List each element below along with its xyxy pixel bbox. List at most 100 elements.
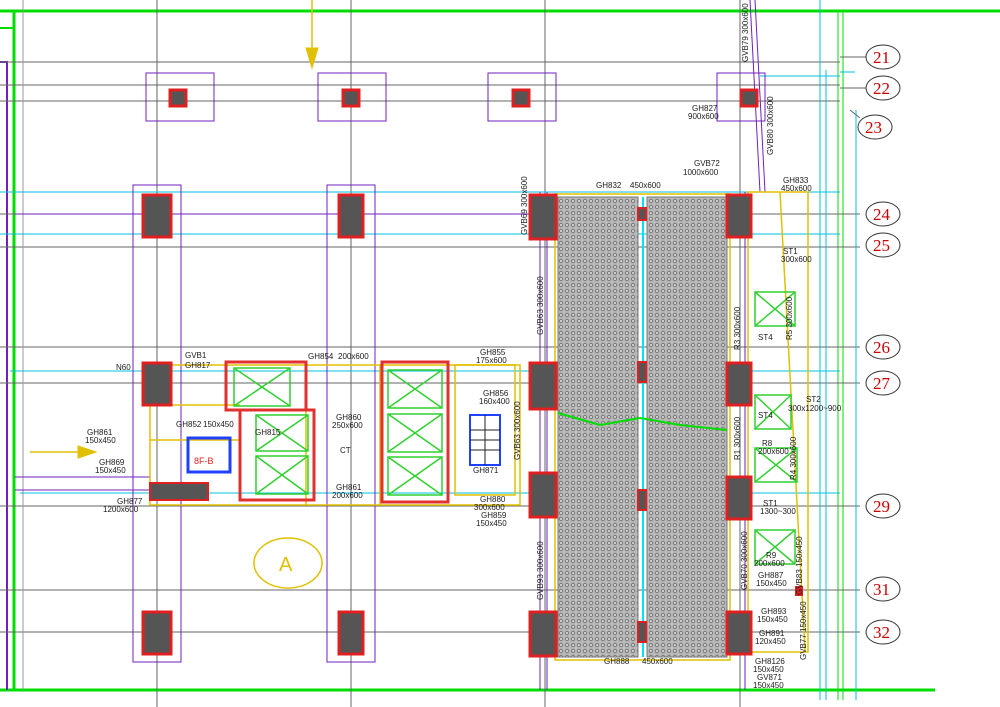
- svg-text:1200x600: 1200x600: [103, 505, 139, 514]
- slab-panels: [554, 193, 731, 661]
- svg-text:160x400: 160x400: [479, 397, 510, 406]
- svg-text:GVB69 300x600: GVB69 300x600: [520, 176, 529, 235]
- svg-text:GH893: GH893: [761, 607, 787, 616]
- svg-text:1000x600: 1000x600: [683, 168, 719, 177]
- svg-text:175x600: 175x600: [476, 356, 507, 365]
- svg-text:200x600: 200x600: [758, 447, 789, 456]
- beam-labels: GH827 900x600 GVB72 1000x600 GH832 450x6…: [85, 104, 842, 690]
- svg-text:GVB72: GVB72: [694, 159, 720, 168]
- svg-text:N60: N60: [116, 363, 131, 372]
- svg-text:GH891: GH891: [759, 629, 785, 638]
- svg-text:R4 300x600: R4 300x600: [789, 436, 798, 480]
- grid-bubble-21: 21: [840, 44, 901, 70]
- svg-text:GH880: GH880: [480, 495, 506, 504]
- svg-text:150x450: 150x450: [756, 579, 787, 588]
- svg-text:29: 29: [873, 497, 890, 516]
- svg-text:R1 300x600: R1 300x600: [733, 416, 742, 460]
- svg-text:450x600: 450x600: [642, 657, 673, 666]
- grid-bubble-24: 24: [865, 201, 901, 227]
- zone-marker: [253, 537, 323, 589]
- grid-lines: [0, 0, 860, 707]
- svg-text:GVB79 300x600: GVB79 300x600: [741, 3, 750, 62]
- svg-text:25: 25: [873, 236, 890, 255]
- zone-label: A: [279, 554, 293, 576]
- svg-text:ST4: ST4: [758, 411, 773, 420]
- svg-text:23: 23: [865, 118, 882, 137]
- svg-text:GVB63 300x600: GVB63 300x600: [513, 401, 522, 460]
- svg-text:21: 21: [873, 48, 890, 67]
- svg-text:GVB63 300x600: GVB63 300x600: [536, 276, 545, 335]
- svg-text:CT: CT: [340, 446, 351, 455]
- columns: [141, 88, 803, 658]
- grid-bubble-22: 22: [840, 75, 901, 101]
- svg-text:120x450: 120x450: [755, 637, 786, 646]
- svg-text:GVB93 300x600: GVB93 300x600: [536, 541, 545, 600]
- svg-text:GH832: GH832: [596, 181, 622, 190]
- svg-text:24: 24: [873, 205, 891, 224]
- svg-text:GVB1: GVB1: [185, 351, 207, 360]
- purple-lines: [15, 0, 766, 690]
- svg-text:ST1: ST1: [783, 247, 798, 256]
- svg-text:GVB80 300x600: GVB80 300x600: [766, 96, 775, 155]
- vertical-beam-labels: GVB79 300x600 GVB80 300x600 GVB63 300x60…: [513, 3, 808, 660]
- grid-bubble-31: 31: [865, 576, 901, 602]
- svg-text:31: 31: [873, 580, 890, 599]
- svg-text:R3 300x600: R3 300x600: [733, 306, 742, 350]
- svg-text:GH854: GH854: [308, 352, 334, 361]
- svg-text:GH855: GH855: [480, 348, 506, 357]
- svg-text:GH860: GH860: [336, 413, 362, 422]
- svg-text:R5 300x600: R5 300x600: [785, 296, 794, 340]
- svg-text:150x450: 150x450: [85, 436, 116, 445]
- svg-text:GH877: GH877: [117, 497, 143, 506]
- grid-bubble-29: 29: [865, 493, 901, 519]
- direction-arrows: [30, 0, 319, 459]
- svg-text:GVB70 300x600: GVB70 300x600: [740, 531, 749, 590]
- grid-bubble-32: 32: [865, 619, 901, 645]
- svg-text:GV871: GV871: [757, 673, 782, 682]
- stair-block: 8F-B: [186, 414, 501, 474]
- svg-text:250x600: 250x600: [332, 421, 363, 430]
- svg-text:GH817: GH817: [185, 361, 211, 370]
- svg-text:300x600: 300x600: [474, 503, 505, 512]
- svg-text:150x450: 150x450: [753, 665, 784, 674]
- svg-text:27: 27: [873, 374, 891, 393]
- slab-edge-lines: [0, 0, 857, 700]
- svg-text:150x450: 150x450: [476, 519, 507, 528]
- svg-text:GH856: GH856: [483, 389, 509, 398]
- svg-text:ST1: ST1: [763, 499, 778, 508]
- grid-bubble-27: 27: [865, 370, 901, 396]
- boundary-lines: [0, 9, 1000, 700]
- svg-text:150x450: 150x450: [95, 466, 126, 475]
- svg-text:GH869: GH869: [99, 458, 125, 467]
- svg-text:GVB83 150x450: GVB83 150x450: [795, 536, 804, 595]
- svg-text:R9: R9: [766, 551, 777, 560]
- svg-text:450x600: 450x600: [781, 184, 812, 193]
- grid-bubble-26: 26: [865, 334, 901, 360]
- svg-text:ST4: ST4: [758, 333, 773, 342]
- svg-text:GH887: GH887: [758, 571, 784, 580]
- svg-text:26: 26: [873, 338, 890, 357]
- svg-text:900x600: 900x600: [688, 112, 719, 121]
- svg-text:32: 32: [873, 623, 890, 642]
- svg-text:GH861: GH861: [87, 428, 113, 437]
- svg-text:R8: R8: [762, 439, 773, 448]
- grid-bubble-25: 25: [865, 232, 901, 258]
- svg-text:200x600: 200x600: [754, 559, 785, 568]
- svg-text:GH871: GH871: [473, 466, 499, 475]
- svg-text:450x600: 450x600: [630, 181, 661, 190]
- svg-text:22: 22: [873, 79, 890, 98]
- svg-text:200x600: 200x600: [338, 352, 369, 361]
- svg-text:150x450: 150x450: [757, 615, 788, 624]
- svg-text:GVB77 150x450: GVB77 150x450: [799, 601, 808, 660]
- svg-text:GH861: GH861: [336, 483, 362, 492]
- svg-text:GH833: GH833: [783, 176, 809, 185]
- svg-text:1300~300: 1300~300: [760, 507, 796, 516]
- svg-text:GH859: GH859: [481, 511, 507, 520]
- svg-text:GH852: GH852: [176, 420, 202, 429]
- svg-text:8F-B: 8F-B: [194, 456, 214, 466]
- svg-text:200x600: 200x600: [332, 491, 363, 500]
- svg-text:GH888: GH888: [604, 657, 630, 666]
- svg-text:150x450: 150x450: [753, 681, 784, 690]
- svg-text:GH8126: GH8126: [755, 657, 785, 666]
- elevator-shafts: [224, 291, 798, 565]
